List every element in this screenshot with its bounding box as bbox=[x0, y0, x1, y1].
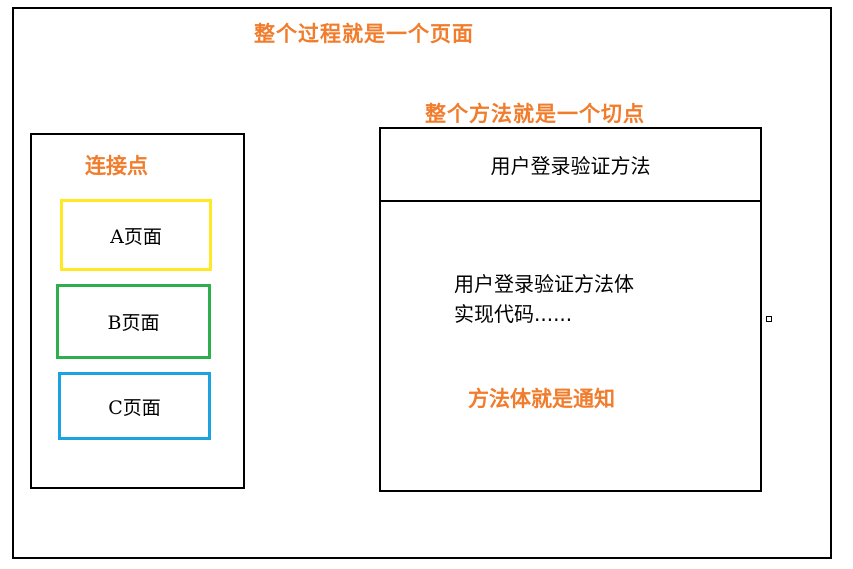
method-header-text: 用户登录验证方法 bbox=[490, 154, 651, 178]
page-b-label: B页面 bbox=[107, 312, 160, 334]
method-header: 用户登录验证方法 bbox=[381, 129, 760, 202]
page-b-box: B页面 bbox=[56, 284, 211, 359]
page-a-label: A页面 bbox=[110, 225, 162, 248]
page-frame bbox=[12, 7, 832, 559]
method-body-line-2: 实现代码...... bbox=[454, 302, 573, 326]
join-points-label: 连接点 bbox=[85, 154, 148, 178]
page-a-box: A页面 bbox=[60, 199, 212, 271]
page-c-box: C页面 bbox=[58, 372, 211, 440]
advice-label: 方法体就是通知 bbox=[468, 387, 615, 411]
method-body-line-1: 用户登录验证方法体 bbox=[454, 272, 634, 296]
resize-handle-icon bbox=[766, 316, 772, 322]
page-c-label: C页面 bbox=[108, 396, 161, 419]
method-body-text: 用户登录验证方法体 实现代码...... bbox=[454, 269, 634, 329]
diagram-title: 整个过程就是一个页面 bbox=[254, 22, 474, 46]
pointcut-label: 整个方法就是一个切点 bbox=[425, 102, 645, 126]
method-box: 用户登录验证方法 bbox=[379, 127, 762, 492]
join-points-box bbox=[30, 133, 245, 489]
